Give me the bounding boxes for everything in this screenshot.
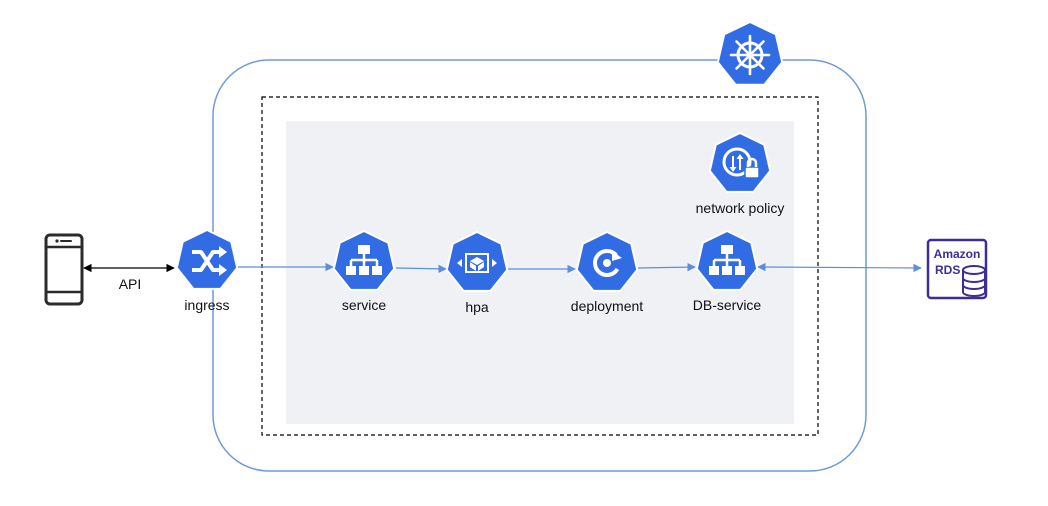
mobile-phone-icon[interactable] [44, 233, 84, 306]
api-label: API [119, 276, 142, 292]
service-network-icon [695, 229, 759, 291]
hpa-cube-icon [445, 230, 509, 292]
dbservice-node[interactable] [695, 229, 759, 291]
hpa-node[interactable] [445, 230, 509, 292]
rds-line2: RDS [935, 263, 960, 277]
kubernetes-helm-icon [716, 20, 784, 86]
deployment-label: deployment [571, 298, 643, 314]
dbservice-label: DB-service [693, 297, 762, 313]
service-node[interactable] [332, 229, 396, 291]
network-policy-label: network policy [696, 200, 785, 216]
deployment-node[interactable] [575, 230, 639, 292]
ingress-node[interactable] [175, 228, 239, 290]
hpa-label: hpa [465, 299, 489, 315]
service-network-icon [332, 229, 396, 291]
deployment-to-dbservice-arrow [637, 262, 696, 272]
rds-line1: Amazon [934, 247, 981, 261]
ingress-label: ingress [184, 297, 229, 313]
dbservice-to-rds-arrow [757, 262, 922, 273]
database-cylinder-icon [962, 265, 986, 297]
network-policy-node[interactable] [708, 131, 772, 193]
service-label: service [342, 297, 387, 313]
ingress-shuffle-icon [175, 228, 239, 290]
amazon-rds-icon[interactable]: Amazon RDS [926, 238, 988, 300]
deployment-refresh-icon [575, 230, 639, 292]
network-policy-lock-icon [708, 131, 772, 193]
service-to-hpa-arrow [395, 264, 447, 274]
